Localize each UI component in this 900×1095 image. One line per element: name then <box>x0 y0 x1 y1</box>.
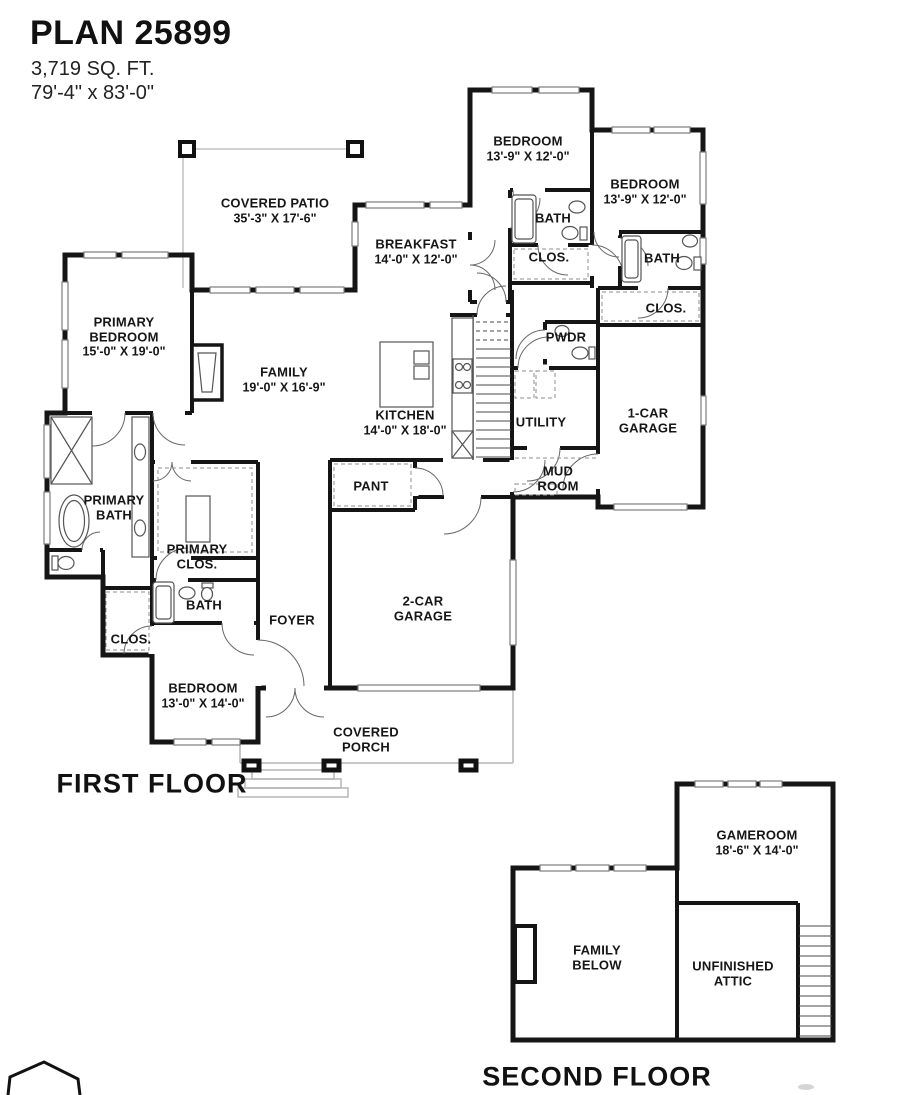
room-label-kitchen: KITCHEN 14'-0" X 18'-0" <box>363 407 447 438</box>
window-markers <box>43 86 783 872</box>
room-label-one-car-garage: 1-CAR GARAGE <box>618 405 678 435</box>
sink-icon <box>178 586 196 600</box>
sink-icon <box>568 200 586 214</box>
tub-icon <box>621 235 642 283</box>
room-label-mud-room: MUD ROOM <box>537 463 579 493</box>
room-label-family: FAMILY 19'-0" X 16'-9" <box>242 364 326 395</box>
room-label-bedroom-right: BEDROOM 13'-9" X 12'-0" <box>603 176 687 207</box>
toilet-icon <box>51 555 75 571</box>
fireplace-icon <box>190 343 224 402</box>
room-label-primary-bath: PRIMARY BATH <box>83 492 145 522</box>
dashed-details <box>105 248 700 651</box>
room-label-unfinished-attic: UNFINISHED ATTIC <box>692 958 774 988</box>
porch-columns <box>241 758 479 773</box>
room-label-primary-bedroom: PRIMARY BEDROOM 15'-0" X 19'-0" <box>82 314 166 359</box>
room-label-two-car-garage: 2-CAR GARAGE <box>393 593 453 623</box>
fixtures <box>50 194 702 624</box>
room-label-clos-right: CLOS. <box>645 300 687 316</box>
room-label-pwdr: PWDR <box>545 329 587 345</box>
toilet-icon <box>200 582 214 602</box>
sink-icon <box>681 234 699 248</box>
toilet-icon <box>571 346 596 360</box>
bathtub-icon <box>58 494 90 548</box>
room-label-covered-porch: COVERED PORCH <box>333 724 399 754</box>
first-floor-caption: FIRST FLOOR <box>56 768 248 799</box>
room-label-gameroom: GAMEROOM 18'-6" X 14'-0" <box>715 827 799 858</box>
patio-outline <box>182 148 348 288</box>
range-icon <box>452 358 473 394</box>
kitchen-island-icon <box>379 341 434 408</box>
vanity-icon <box>131 416 150 558</box>
chimney-icon <box>513 924 537 984</box>
smudge-mark <box>798 1084 814 1090</box>
room-label-clos-lower: CLOS. <box>110 631 152 647</box>
builder-logo-icon <box>6 1060 82 1095</box>
staircase-first-floor <box>472 315 511 460</box>
patio-columns <box>178 140 364 158</box>
tub-icon <box>152 581 175 624</box>
room-label-breakfast: BREAKFAST 14'-0" X 12'-0" <box>374 236 458 267</box>
tub-icon <box>511 194 537 244</box>
room-label-pantry: PANT <box>353 478 389 494</box>
room-label-bedroom-lower: BEDROOM 13'-0" X 14'-0" <box>161 680 245 711</box>
plan-title: PLAN 25899 <box>30 14 232 52</box>
toilet-icon <box>675 255 702 271</box>
kitchen-sink-icon <box>451 430 474 459</box>
room-label-bedroom-top: BEDROOM 13'-9" X 12'-0" <box>486 133 570 164</box>
room-label-foyer: FOYER <box>269 612 315 628</box>
plan-sqft: 3,719 SQ. FT. <box>31 58 155 80</box>
room-label-family-below: FAMILY BELOW <box>572 942 622 972</box>
room-label-bath-lower: BATH <box>186 597 222 613</box>
sink-icon <box>554 324 570 338</box>
shower-icon <box>50 416 93 485</box>
toilet-icon <box>561 225 588 241</box>
room-label-bath-right: BATH <box>644 250 680 266</box>
door-swing-arcs <box>81 189 669 718</box>
room-label-covered-patio: COVERED PATIO 35'-3" X 17'-6" <box>220 195 330 226</box>
room-label-bath-top: BATH <box>535 210 571 226</box>
plan-dimensions: 79'-4" x 83'-0" <box>31 82 155 104</box>
room-label-clos-top: CLOS. <box>528 249 570 265</box>
room-label-primary-clos: PRIMARY CLOS. <box>166 541 228 571</box>
staircase-second-floor <box>799 925 832 1037</box>
second-floor-caption: SECOND FLOOR <box>482 1061 712 1092</box>
room-label-utility: UTILITY <box>515 414 567 430</box>
closet-island-icon <box>185 495 211 543</box>
